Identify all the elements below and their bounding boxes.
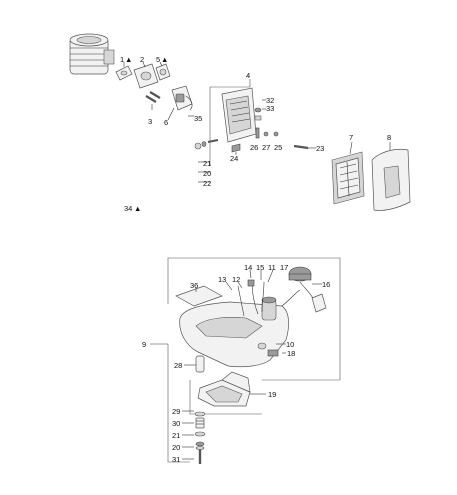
label-30: 30	[172, 419, 180, 428]
bracket-19-box	[189, 380, 262, 415]
label-14: 14	[244, 263, 252, 272]
leader-6	[167, 107, 175, 121]
label-28: 28	[174, 361, 182, 370]
label-10: 10	[286, 340, 294, 349]
leader-2	[142, 61, 146, 68]
label-21a: 21	[203, 159, 211, 168]
sleeve-part-28	[195, 355, 205, 373]
label-24: 24	[230, 154, 238, 163]
label-16: 16	[322, 280, 330, 289]
gasket-part-1	[115, 65, 133, 81]
label-19: 19	[268, 390, 276, 399]
label-15: 15	[256, 263, 264, 272]
label-33: 33	[266, 104, 274, 113]
label-12: 12	[232, 275, 240, 284]
label-9: 9	[142, 340, 146, 349]
bracket-4	[209, 79, 251, 166]
leader-12	[237, 281, 243, 289]
fittings-parts-10-18	[257, 342, 279, 357]
tank-group-box	[167, 257, 341, 381]
filter-element-part-7	[331, 151, 365, 205]
label-20b: 20	[172, 443, 180, 452]
leader-7	[349, 141, 353, 155]
label-13: 13	[218, 275, 226, 284]
decal-part-36	[175, 285, 223, 307]
label-20a: 20	[203, 169, 211, 178]
label-7: 7	[349, 133, 353, 142]
label-25: 25	[274, 143, 282, 152]
label-11: 11	[268, 263, 276, 272]
filter-cover-part-8	[371, 148, 411, 211]
fuel-cap-part-16	[288, 266, 327, 313]
label-3: 3	[148, 117, 152, 126]
small-parts-25-27	[255, 127, 279, 139]
label-22: 22	[203, 179, 211, 188]
label-34: 34	[124, 204, 132, 213]
label-27: 27	[262, 143, 270, 152]
intake-flange-part-2	[133, 63, 159, 89]
mount-bracket-part-19	[197, 371, 251, 407]
label-23: 23	[316, 144, 324, 153]
triangle-marker-34: ▲	[134, 204, 141, 213]
leader-13	[225, 281, 233, 291]
choke-parts-32-33	[254, 107, 262, 121]
bracket-9-down	[167, 344, 190, 463]
leader-11	[267, 269, 274, 283]
label-18: 18	[287, 349, 295, 358]
label-35: 35	[194, 114, 202, 123]
label-5: 5	[156, 55, 160, 64]
cylinder	[69, 33, 115, 75]
label-36: 36	[190, 281, 198, 290]
bolt-part-23	[293, 144, 309, 150]
triangle-marker-5: ▲	[161, 55, 168, 64]
label-26: 26	[250, 143, 258, 152]
label-1: 1	[120, 55, 124, 64]
triangle-marker-1: ▲	[125, 55, 132, 64]
fuel-tank	[179, 289, 301, 368]
label-17: 17	[280, 263, 288, 272]
label-31: 31	[172, 455, 180, 464]
washer-stack-parts-20-31	[194, 411, 206, 464]
carburetor-part-6	[171, 85, 193, 111]
label-32: 32	[266, 96, 274, 105]
gasket-part-24	[231, 143, 241, 153]
label-21b: 21	[172, 431, 180, 440]
leader-5	[159, 61, 163, 67]
label-4: 4	[246, 71, 250, 80]
label-2: 2	[140, 55, 144, 64]
gasket-part-5	[155, 63, 171, 81]
label-29: 29	[172, 407, 180, 416]
label-6: 6	[164, 118, 168, 127]
air-filter-base-part-4	[221, 87, 257, 143]
screws-part-3	[145, 91, 161, 103]
label-8: 8	[387, 133, 391, 142]
leader-14	[249, 269, 252, 279]
washers-parts-20-22	[194, 139, 219, 150]
hoses-parts-11-15	[237, 279, 265, 317]
